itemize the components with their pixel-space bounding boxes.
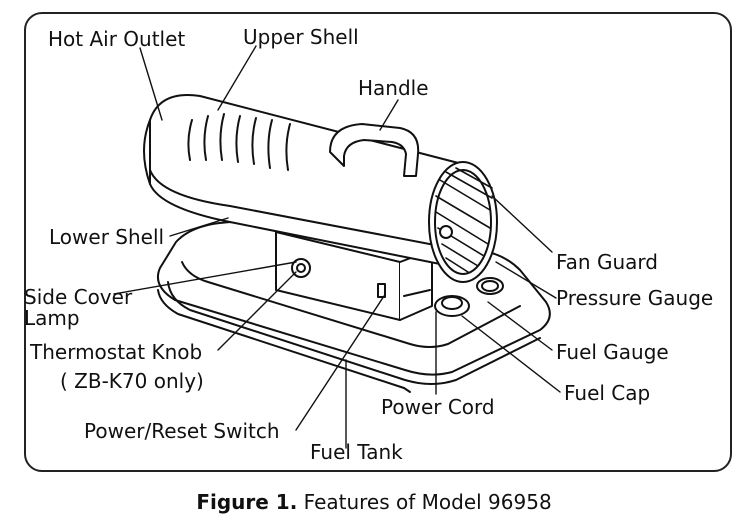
- leader-lines: [113, 45, 561, 449]
- label-fuel-gauge: Fuel Gauge: [556, 340, 669, 364]
- heater-body-illustration: [143, 94, 471, 271]
- caption-prefix: Figure 1.: [196, 490, 298, 514]
- gauge-cap-illustration: [403, 277, 504, 317]
- label-fuel-cap: Fuel Cap: [564, 381, 651, 405]
- label-thermostat-note: ( ZB-K70 only): [60, 369, 204, 393]
- label-power-reset-switch: Power/Reset Switch: [84, 419, 280, 443]
- label-hot-air-outlet: Hot Air Outlet: [48, 27, 186, 51]
- label-lamp: Lamp: [24, 306, 80, 330]
- fan-guard-illustration: [428, 161, 498, 283]
- label-lower-shell: Lower Shell: [49, 225, 165, 249]
- label-fan-guard: Fan Guard: [556, 250, 658, 274]
- figure-caption: Figure 1. Features of Model 96958: [0, 490, 748, 514]
- label-side-cover: Side Cover: [24, 285, 133, 309]
- label-power-cord: Power Cord: [381, 395, 495, 419]
- label-upper-shell: Upper Shell: [243, 25, 359, 49]
- label-handle: Handle: [358, 76, 429, 100]
- diagram-frame: [24, 12, 732, 472]
- label-thermostat-knob: Thermostat Knob: [30, 340, 203, 364]
- label-fuel-tank: Fuel Tank: [310, 440, 403, 464]
- label-pressure-gauge: Pressure Gauge: [556, 286, 714, 310]
- caption-text: Features of Model 96958: [297, 490, 552, 514]
